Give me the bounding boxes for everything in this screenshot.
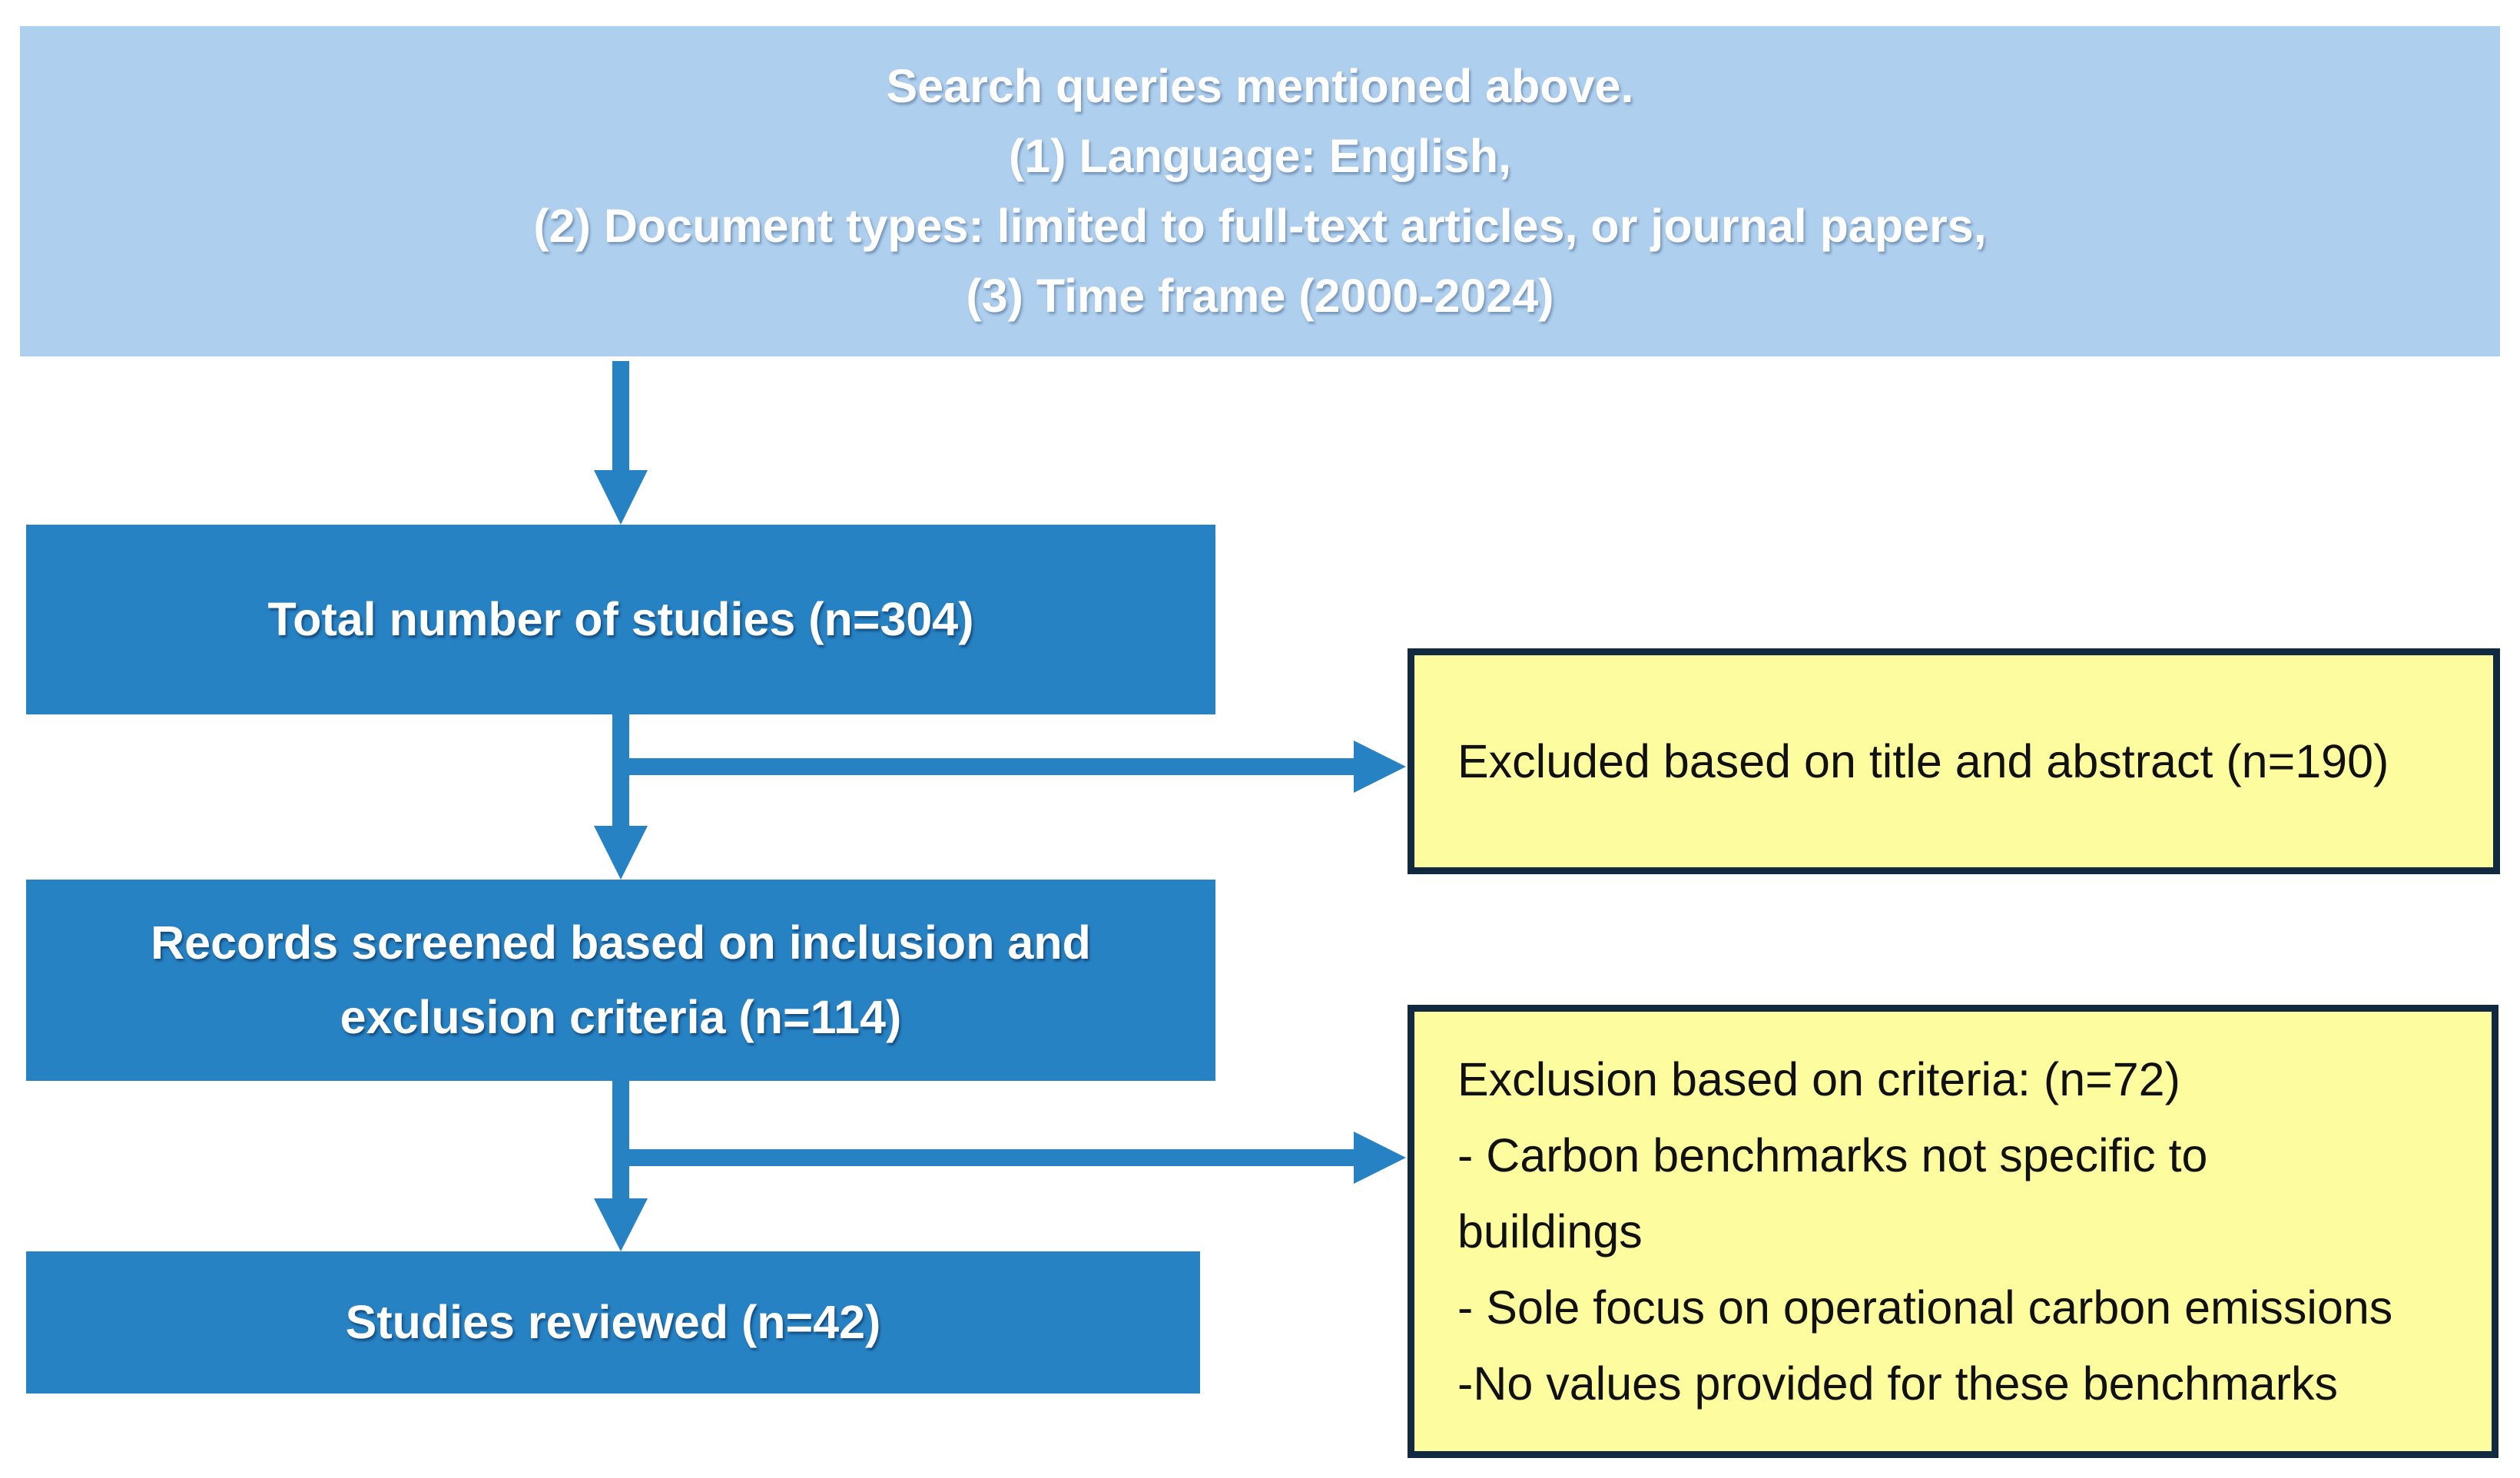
studies-reviewed-box: Studies reviewed (n=42)	[26, 1251, 1200, 1393]
arrow-total-to-screened-head	[594, 826, 648, 880]
excluded-title-abstract-box: Excluded based on title and abstract (n=…	[1408, 648, 2500, 874]
search-criteria-line-4: (3) Time frame (2000-2024)	[966, 270, 1554, 322]
arrow-to-exclusion-criteria-shaft	[621, 1149, 1360, 1166]
search-criteria-line-2: (1) Language: English,	[1008, 130, 1512, 182]
exclusion-criteria-line-1: Exclusion based on criteria: (n=72)	[1457, 1052, 2180, 1105]
exclusion-criteria-line-3: buildings	[1457, 1205, 1643, 1258]
arrow-to-excluded-title-head	[1354, 741, 1406, 793]
exclusion-criteria-box: Exclusion based on criteria: (n=72) - Ca…	[1408, 1005, 2498, 1458]
search-criteria-line-3: (2) Document types: limited to full-text…	[533, 200, 1987, 252]
exclusion-criteria-line-5: -No values provided for these benchmarks	[1457, 1357, 2339, 1410]
arrow-header-to-total-head	[594, 470, 648, 525]
records-screened-line-2: exclusion criteria (n=114)	[340, 991, 902, 1043]
search-criteria-box: Search queries mentioned above. (1) Lang…	[20, 26, 2500, 356]
arrow-to-exclusion-criteria-head	[1354, 1132, 1406, 1184]
records-screened-line-1: Records screened based on inclusion and	[151, 916, 1091, 969]
arrow-screened-to-reviewed-head	[594, 1198, 648, 1251]
search-criteria-line-1: Search queries mentioned above.	[886, 60, 1634, 112]
excluded-title-abstract-label: Excluded based on title and abstract (n=…	[1457, 734, 2389, 787]
arrow-to-excluded-title-shaft	[621, 758, 1360, 775]
studies-reviewed-label: Studies reviewed (n=42)	[345, 1296, 881, 1348]
arrow-header-to-total-shaft	[612, 361, 629, 476]
total-studies-label: Total number of studies (n=304)	[267, 593, 974, 645]
exclusion-criteria-line-2: - Carbon benchmarks not specific to	[1457, 1128, 2208, 1181]
records-screened-box: Records screened based on inclusion and …	[26, 880, 1215, 1081]
total-studies-box: Total number of studies (n=304)	[26, 525, 1215, 714]
arrow-screened-to-reviewed-shaft	[612, 1081, 629, 1204]
exclusion-criteria-line-4: - Sole focus on operational carbon emiss…	[1457, 1281, 2393, 1334]
